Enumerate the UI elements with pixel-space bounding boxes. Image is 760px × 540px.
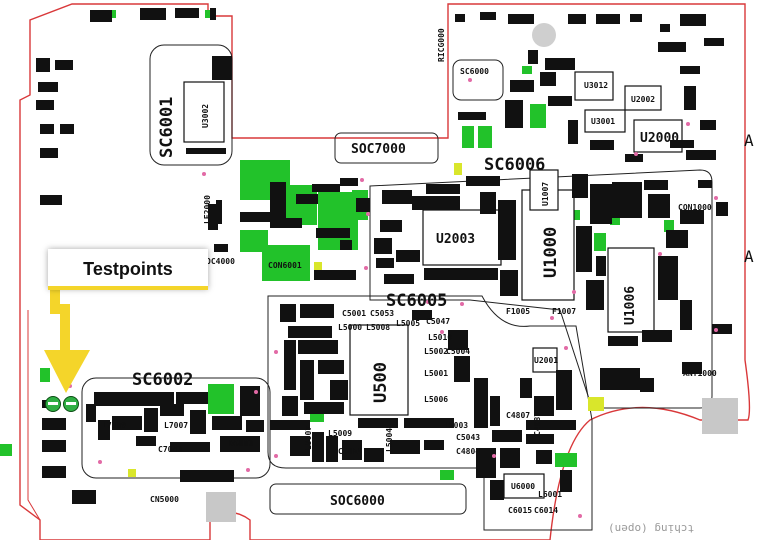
ic-bodies bbox=[183, 71, 683, 499]
passive-label: C5053 bbox=[370, 309, 394, 318]
zone-outline-soc7000 bbox=[334, 132, 439, 164]
board-inner-outline bbox=[27, 310, 41, 521]
ic-label: U1006 bbox=[623, 286, 638, 325]
passive-label: L5003 bbox=[444, 421, 468, 430]
passive-label: L5009 bbox=[328, 429, 352, 438]
ic-label: U1000 bbox=[541, 227, 561, 278]
ic-label: U3002 bbox=[201, 104, 210, 128]
ic-label: U2000 bbox=[640, 131, 679, 146]
zone-outline-sc6005 bbox=[267, 295, 593, 531]
passive-label: L5007 bbox=[304, 426, 313, 450]
passive-label: C7043 bbox=[158, 445, 182, 454]
ic-label: U3012 bbox=[584, 81, 608, 90]
ic-label: U3001 bbox=[591, 117, 615, 126]
ic-label: U1007 bbox=[541, 182, 550, 206]
passive-label: C4087 bbox=[533, 412, 542, 436]
passive-label: C5001 bbox=[342, 309, 366, 318]
zone-label-sc6002: SC6002 bbox=[132, 370, 193, 390]
callout-accent-bar bbox=[48, 286, 208, 290]
connector-label: OC4000 bbox=[206, 257, 235, 266]
passive-label: L5008 bbox=[366, 323, 390, 332]
passive-label: L5002 bbox=[424, 347, 448, 356]
ic-label: U500 bbox=[371, 362, 391, 403]
connector-label: CON6001 bbox=[268, 261, 302, 270]
passive-label: L5001 bbox=[424, 369, 448, 378]
ic-label: U6000 bbox=[511, 482, 535, 491]
connector-label: LE2000 bbox=[203, 195, 212, 224]
connector-label: CN5000 bbox=[150, 495, 179, 504]
passive-label: L5000 bbox=[338, 323, 362, 332]
connector-label: CON1000 bbox=[678, 203, 712, 212]
testpoint-arrow bbox=[44, 290, 90, 393]
ic-label: U2002 bbox=[631, 95, 655, 104]
passive-label: C5004 bbox=[446, 347, 470, 356]
zone-label-sc6001: SC6001 bbox=[157, 97, 177, 158]
zone-outline-sc6001 bbox=[149, 44, 233, 166]
passive-label: C5047 bbox=[426, 317, 450, 326]
mirrored-silkscreen-text: tching (open) bbox=[608, 522, 695, 535]
zone-label-soc6000: SOC6000 bbox=[330, 494, 385, 509]
shield-pad bbox=[206, 492, 236, 522]
passive-label: ANT1000 bbox=[683, 369, 717, 378]
zone-label-sc6000: SC6000 bbox=[460, 67, 489, 76]
ic-label: U2001 bbox=[534, 356, 558, 365]
ic-label: U2003 bbox=[436, 232, 475, 247]
connector-label: RICG000 bbox=[437, 28, 446, 62]
test-points bbox=[45, 396, 79, 412]
component-pads bbox=[36, 8, 732, 504]
passive-label: C4804 bbox=[456, 447, 480, 456]
passive-label: L5010 bbox=[428, 333, 452, 342]
passive-label: L7007 bbox=[164, 421, 188, 430]
passive-label: L6001 bbox=[538, 490, 562, 499]
mounting-hole bbox=[532, 23, 556, 47]
passive-label: C5055 bbox=[338, 447, 362, 456]
passive-label: L5004 bbox=[385, 428, 394, 452]
passive-label: C4807 bbox=[506, 411, 530, 420]
zone-outline-sc6006 bbox=[369, 169, 713, 409]
zone-outline-sc6000 bbox=[452, 59, 504, 101]
passive-label: L5005 bbox=[396, 319, 420, 328]
passive-label: L5006 bbox=[424, 395, 448, 404]
passive-label: F1005 bbox=[506, 307, 530, 316]
passive-label: C6015 bbox=[508, 506, 532, 515]
edge-letter: A bbox=[744, 247, 754, 266]
testpoints-callout: Testpoints bbox=[48, 249, 208, 289]
passive-label: F1007 bbox=[552, 307, 576, 316]
highlight-pads bbox=[128, 163, 604, 477]
edge-letter: A bbox=[744, 131, 754, 150]
passive-label: L7009 bbox=[102, 421, 126, 430]
zone-label-sc6006: SC6006 bbox=[484, 155, 545, 175]
zone-outline-soc6000 bbox=[269, 483, 467, 515]
passive-label: D5003 bbox=[229, 439, 253, 448]
zone-label-soc7000: SOC7000 bbox=[351, 142, 406, 157]
passive-label: C5043 bbox=[456, 433, 480, 442]
passive-label: C6014 bbox=[534, 506, 558, 515]
testpoints-callout-text: Testpoints bbox=[83, 258, 173, 279]
zone-label-sc6005: SC6005 bbox=[386, 291, 447, 311]
shield-pad bbox=[702, 398, 738, 434]
